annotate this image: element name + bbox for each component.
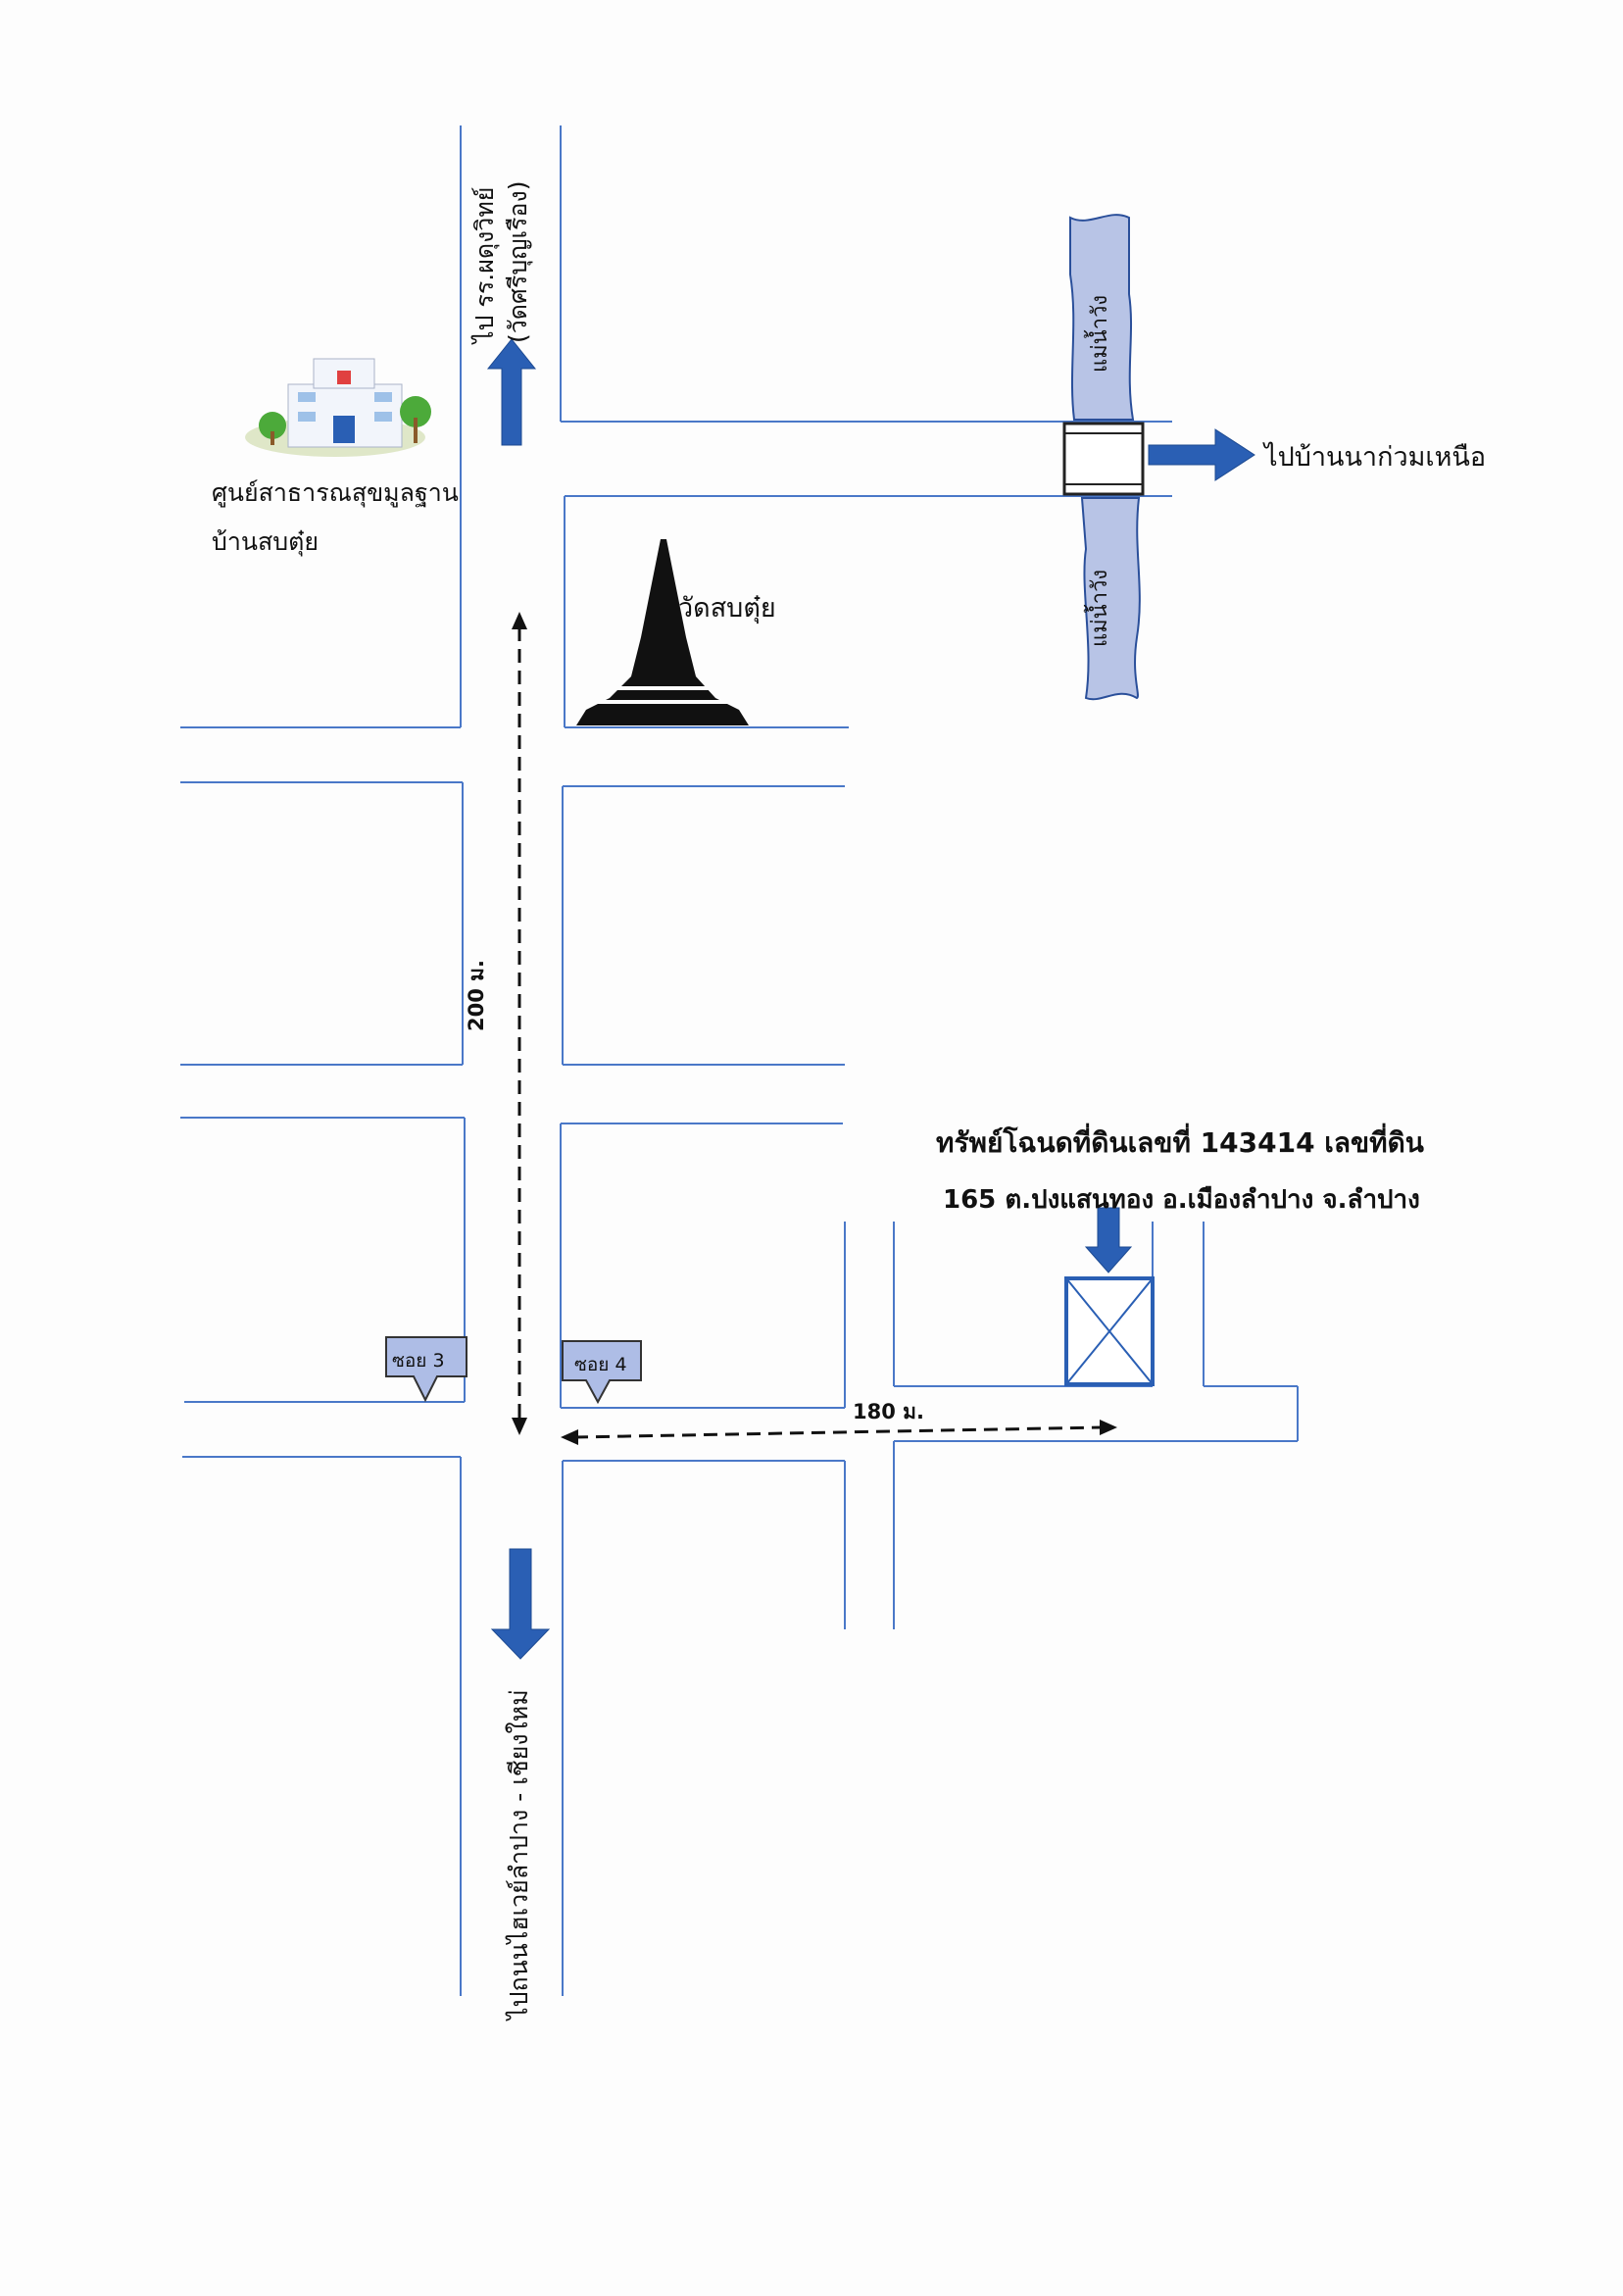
river-label-bottom: แม่น้ำวัง <box>1088 569 1112 647</box>
road-north-line2: (วัดศรีบุญเรือง) <box>504 180 532 343</box>
arrow-down-south <box>490 1548 551 1660</box>
river-bottom-segment <box>1080 497 1141 701</box>
road-north-label: ไป รร.ผดุงวิทย์ (วัดศรีบุญเรือง) <box>468 181 535 343</box>
road-lines <box>180 125 1299 1996</box>
river-top-segment <box>1069 214 1135 421</box>
property-title-line2: 165 ต.ปงแสนทอง อ.เมืองลำปาง จ.ลำปาง <box>943 1185 1420 1215</box>
distance-lines <box>517 627 1103 1439</box>
soi4-label: ซอย 4 <box>574 1354 627 1375</box>
pagoda-icon <box>576 539 749 725</box>
soi3-callout <box>385 1336 467 1403</box>
north-village-label: ไปบ้านนาก่วมเหนือ <box>1264 442 1487 473</box>
hospital-name-line1: ศูนย์สาธารณสุขมูลฐาน <box>212 478 459 507</box>
hospital-icon <box>245 358 431 457</box>
arrow-up-north <box>486 338 537 446</box>
soi3-label: ซอย 3 <box>392 1350 445 1372</box>
road-south-label: ไปถนนไฮเวย์ลำปาง - เชียงใหม่ <box>505 1689 533 2020</box>
arrow-east-north-village <box>1148 428 1255 481</box>
road-north-line1: ไป รร.ผดุงวิทย์ <box>470 186 499 343</box>
river-wang <box>1069 214 1141 701</box>
arrow-to-property <box>1084 1207 1133 1273</box>
hospital-name: ศูนย์สาธารณสุขมูลฐาน บ้านสบตุ๋ย <box>212 469 459 567</box>
hospital-name-line2: บ้านสบตุ๋ย <box>212 527 320 556</box>
bridge-icon <box>1062 422 1145 496</box>
arrows <box>486 338 1255 1660</box>
property-title-line1: ทรัพย์โฉนดที่ดินเลขที่ 143414 เลขที่ดิน <box>936 1126 1424 1159</box>
distance-arrowheads <box>512 612 1117 1445</box>
distance-horizontal-label: 180 ม. <box>853 1400 924 1423</box>
distance-vertical-label: 200 ม. <box>465 960 488 1031</box>
soi4-callout <box>562 1340 642 1405</box>
wat-label: วัดสบตุ๋ย <box>678 593 776 624</box>
property-marker-icon <box>1064 1276 1155 1386</box>
river-label-top: แม่น้ำวัง <box>1088 294 1112 373</box>
